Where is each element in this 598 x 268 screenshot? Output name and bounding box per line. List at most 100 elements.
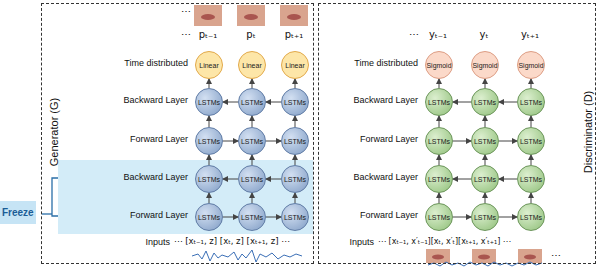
connector-arrow bbox=[453, 179, 471, 180]
connector-arrow bbox=[499, 179, 517, 180]
layer-label: Backward Layer bbox=[123, 95, 188, 105]
lstm-cell: LSTMs bbox=[195, 127, 223, 155]
frozen-band bbox=[58, 160, 313, 234]
lstm-cell: LSTMs bbox=[195, 88, 223, 116]
unit-label: Linear bbox=[285, 62, 304, 69]
unit-label: LSTMs bbox=[198, 176, 220, 183]
connector-arrow bbox=[499, 102, 517, 103]
connector-arrow bbox=[223, 141, 238, 142]
layer-label: Backward Layer bbox=[353, 172, 418, 182]
linear-unit: Linear bbox=[195, 51, 223, 79]
unit-label: LSTMs bbox=[520, 99, 542, 106]
unit-label: LSTMs bbox=[474, 176, 496, 183]
freeze-label: Freeze bbox=[2, 207, 34, 218]
sigmoid-unit: Sigmoid bbox=[471, 51, 499, 79]
layer-label: Inputs bbox=[145, 237, 170, 247]
layer-label: Forward Layer bbox=[360, 134, 418, 144]
lstm-cell: LSTMs bbox=[425, 127, 453, 155]
variable-label: pₜ₊₁ bbox=[285, 29, 304, 41]
layer-label: Time distributed bbox=[124, 58, 188, 68]
connector-arrow bbox=[223, 102, 238, 103]
ellipsis: ⋯ bbox=[181, 6, 191, 18]
unit-label: LSTMs bbox=[520, 214, 542, 221]
unit-label: LSTMs bbox=[284, 99, 306, 106]
connector-arrow bbox=[439, 193, 440, 203]
unit-label: Sigmoid bbox=[519, 62, 544, 69]
variable-label: yₜ₋₁ bbox=[429, 29, 447, 41]
connector-arrow bbox=[266, 141, 281, 142]
layer-label: Time distributed bbox=[354, 58, 418, 68]
layer-label: Backward Layer bbox=[123, 172, 188, 182]
connector-arrow bbox=[223, 179, 238, 180]
lstm-cell: LSTMs bbox=[425, 203, 453, 231]
lstm-cell: LSTMs bbox=[425, 165, 453, 193]
unit-label: LSTMs bbox=[428, 99, 450, 106]
dashed-group-box: Generator (G)LinearLinearLinearLSTMsLSTM… bbox=[41, 3, 314, 264]
lstm-cell: LSTMs bbox=[517, 88, 545, 116]
lstm-cell: LSTMs bbox=[195, 165, 223, 193]
connector-arrow bbox=[453, 141, 471, 142]
lstm-cell: LSTMs bbox=[281, 203, 309, 231]
connector-arrow bbox=[531, 116, 532, 127]
unit-label: LSTMs bbox=[474, 214, 496, 221]
lstm-cell: LSTMs bbox=[238, 165, 266, 193]
connector-arrow bbox=[295, 155, 296, 165]
unit-label: Linear bbox=[199, 62, 218, 69]
variable-label: ⋯ [xₜ₋₁, z] [xₜ, z] [xₜ₊₁, z] ⋯ bbox=[174, 237, 290, 247]
connector-arrow bbox=[485, 116, 486, 127]
lstm-cell: LSTMs bbox=[281, 165, 309, 193]
linear-unit: Linear bbox=[281, 51, 309, 79]
connector-arrow bbox=[485, 79, 486, 88]
lstm-cell: LSTMs bbox=[471, 203, 499, 231]
unit-label: LSTMs bbox=[198, 138, 220, 145]
unit-label: LSTMs bbox=[520, 138, 542, 145]
group-title: Discriminator (D) bbox=[582, 91, 594, 174]
ellipsis: ⋯ bbox=[409, 29, 419, 41]
layer-label: Inputs bbox=[349, 237, 374, 247]
unit-label: LSTMs bbox=[474, 99, 496, 106]
connector-arrow bbox=[252, 116, 253, 127]
lstm-cell: LSTMs bbox=[238, 203, 266, 231]
lstm-cell: LSTMs bbox=[281, 88, 309, 116]
linear-unit: Linear bbox=[238, 51, 266, 79]
connector-arrow bbox=[252, 155, 253, 165]
connector-arrow bbox=[531, 193, 532, 203]
group-title: Generator (G) bbox=[48, 98, 60, 166]
unit-label: LSTMs bbox=[428, 138, 450, 145]
connector-arrow bbox=[209, 116, 210, 127]
ellipsis: pₜ bbox=[246, 29, 255, 41]
lstm-cell: LSTMs bbox=[471, 165, 499, 193]
connector-arrow bbox=[485, 155, 486, 165]
lstm-cell: LSTMs bbox=[471, 88, 499, 116]
unit-label: LSTMs bbox=[198, 99, 220, 106]
unit-label: LSTMs bbox=[241, 99, 263, 106]
connector-arrow bbox=[453, 217, 471, 218]
lstm-cell: LSTMs bbox=[195, 203, 223, 231]
unit-label: LSTMs bbox=[520, 176, 542, 183]
connector-arrow bbox=[295, 116, 296, 127]
lstm-cell: LSTMs bbox=[281, 127, 309, 155]
face-thumbnails bbox=[194, 5, 542, 263]
lstm-cell: LSTMs bbox=[238, 88, 266, 116]
connector-arrow bbox=[439, 79, 440, 88]
sigmoid-unit: Sigmoid bbox=[517, 51, 545, 79]
variable-label: ⋯ [xₜ₋₁, x′ₜ₋₁][xₜ, x′ₜ][xₜ₊₁, x′ₜ₊₁] ⋯ bbox=[378, 237, 511, 246]
freeze-bracket bbox=[42, 178, 58, 216]
unit-label: LSTMs bbox=[474, 138, 496, 145]
connector-arrow bbox=[295, 79, 296, 88]
connector-arrow bbox=[499, 217, 517, 218]
connector-arrow bbox=[209, 193, 210, 203]
connector-arrow bbox=[209, 79, 210, 88]
connector-arrow bbox=[531, 155, 532, 165]
ellipsis: ⋯ bbox=[551, 250, 561, 262]
connector-arrow bbox=[531, 79, 532, 88]
unit-label: LSTMs bbox=[284, 176, 306, 183]
connector-arrow bbox=[266, 102, 281, 103]
connector-arrow bbox=[266, 179, 281, 180]
lstm-cell: LSTMs bbox=[238, 127, 266, 155]
unit-label: LSTMs bbox=[284, 214, 306, 221]
connector-arrow bbox=[485, 193, 486, 203]
lstm-cell: LSTMs bbox=[517, 165, 545, 193]
unit-label: LSTMs bbox=[241, 138, 263, 145]
